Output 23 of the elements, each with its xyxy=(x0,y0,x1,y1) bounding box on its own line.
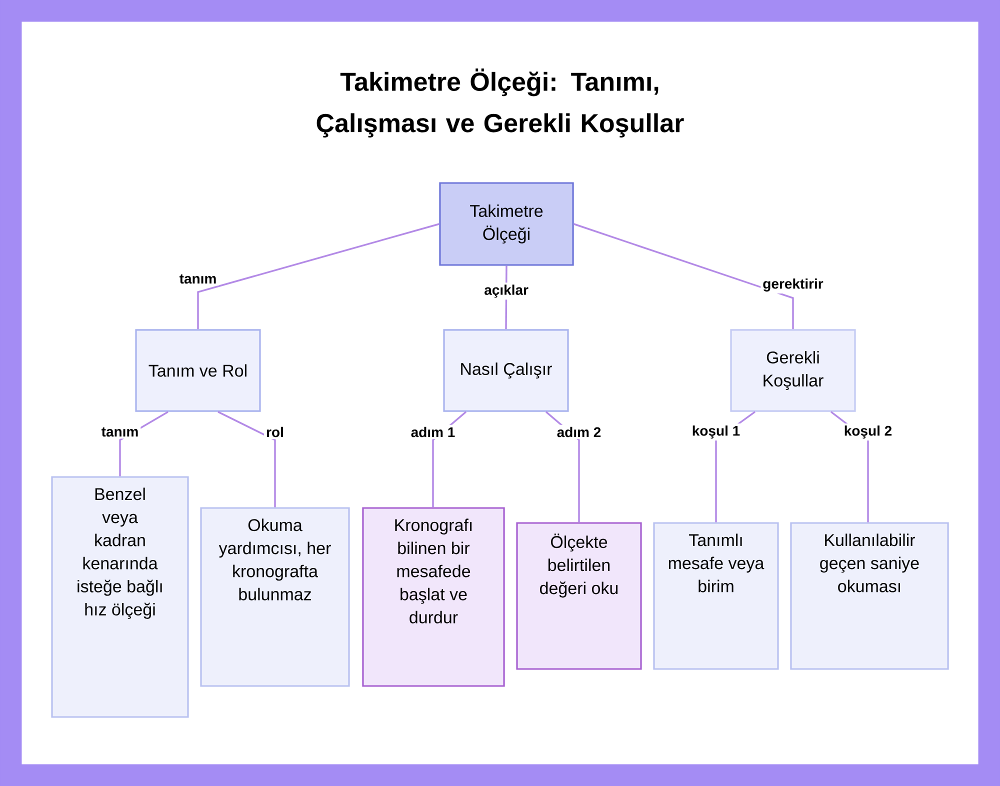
process-box: Okuma yardımcısı, her kronografta bulunmaz xyxy=(200,507,350,687)
process-box: Ölçekte belirtilen değeri oku xyxy=(516,522,642,670)
title: Takimetre Ölçeği: Tanımı, Çalışması ve Gerekli Koşullar xyxy=(316,68,684,138)
edge-label: rol xyxy=(264,424,286,440)
process-box: Benzel veya kadran kenarında isteğe bağlı hız ölçeği xyxy=(51,476,189,718)
process-box: Tanım ve Rol xyxy=(135,329,261,412)
process-box: Nasıl Çalışır xyxy=(443,329,569,412)
connector xyxy=(218,411,276,508)
edge-label: açıklar xyxy=(482,282,530,300)
process-box: Gerekli Koşullar xyxy=(730,329,856,412)
edge-label: tanım xyxy=(99,425,141,439)
process-box: Kronografı bilinen bir mesafede başlat ve durdur xyxy=(362,507,505,687)
edge-label: adım 2 xyxy=(554,424,604,440)
edge-label: adım 1 xyxy=(408,424,458,440)
edge-label: tanım xyxy=(177,272,219,286)
connector xyxy=(574,223,794,330)
edge-label: koşul 1 xyxy=(690,423,742,441)
edge-label: gerektirir xyxy=(760,276,826,294)
process-box: Takimetre Ölçeği xyxy=(439,182,574,266)
process-box: Kullanılabilir geçen saniye okuması xyxy=(790,522,949,670)
edge-label: koşul 2 xyxy=(842,423,894,441)
connector xyxy=(197,223,440,330)
process-box: Tanımlı mesafe veya birim xyxy=(653,522,779,670)
